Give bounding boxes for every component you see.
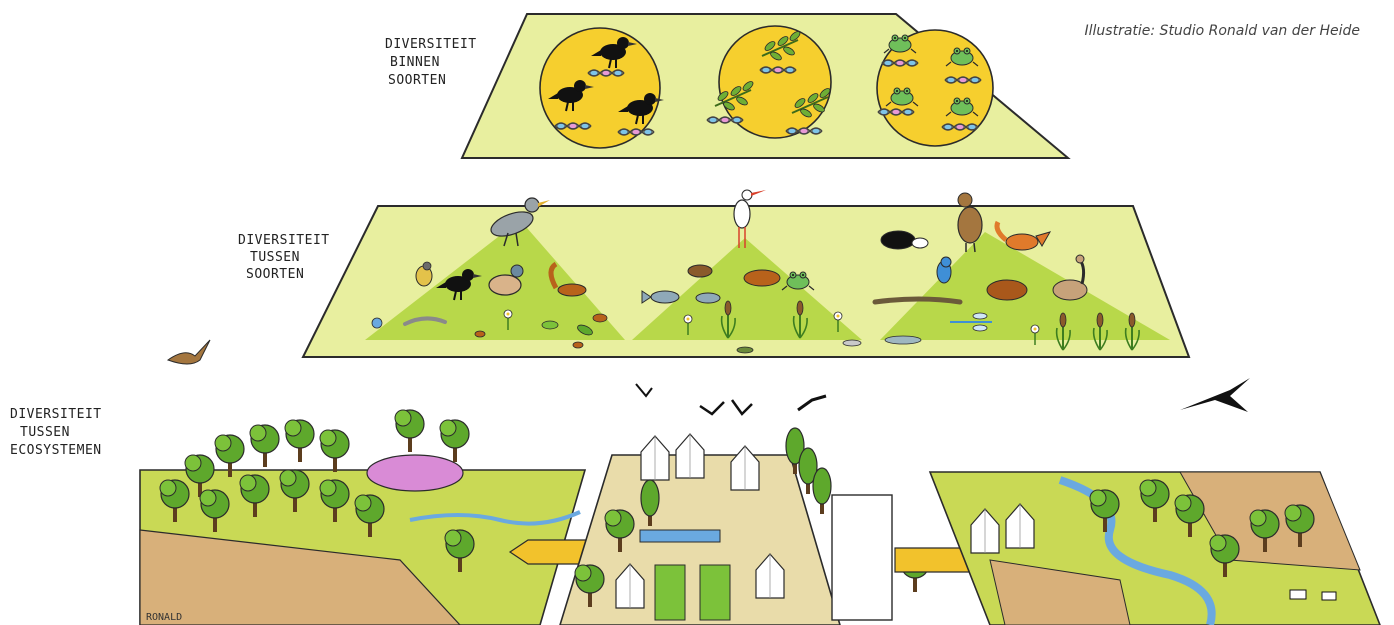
hamster-icon — [987, 280, 1027, 300]
species-label: DIVERSITEIT TUSSEN SOORTEN — [238, 233, 338, 282]
level-species: DIVERSITEIT TUSSEN SOORTEN — [238, 190, 1189, 357]
genetic-circle-frog — [877, 30, 993, 146]
apartment-block — [832, 495, 892, 620]
ecosystem-urban — [560, 428, 929, 625]
beetle-icon — [372, 318, 382, 328]
genetic-label: DIVERSITEIT BINNEN SOORTEN — [385, 37, 485, 88]
eel-icon — [885, 336, 921, 344]
artist-signature: RONALD — [146, 612, 182, 623]
ecosystem-river-farmland — [930, 472, 1380, 625]
flying-bird-left — [168, 340, 210, 364]
swallows — [636, 384, 826, 414]
ecosystem-forest-heath: RONALD — [140, 410, 585, 625]
fish-small-icon — [737, 347, 753, 353]
level-genetic: DIVERSITEIT BINNEN SOORTEN — [385, 14, 1068, 158]
snail-icon — [843, 340, 861, 346]
illustration-credit: Illustratie: Studio Ronald van der Heide — [1085, 23, 1361, 39]
flying-stork-right — [1180, 378, 1250, 412]
level-ecosystem: DIVERSITEIT TUSSEN ECOSYSTEMEN RONALD — [10, 407, 1380, 625]
ecosystem-label: DIVERSITEIT TUSSEN ECOSYSTEMEN — [10, 407, 110, 458]
